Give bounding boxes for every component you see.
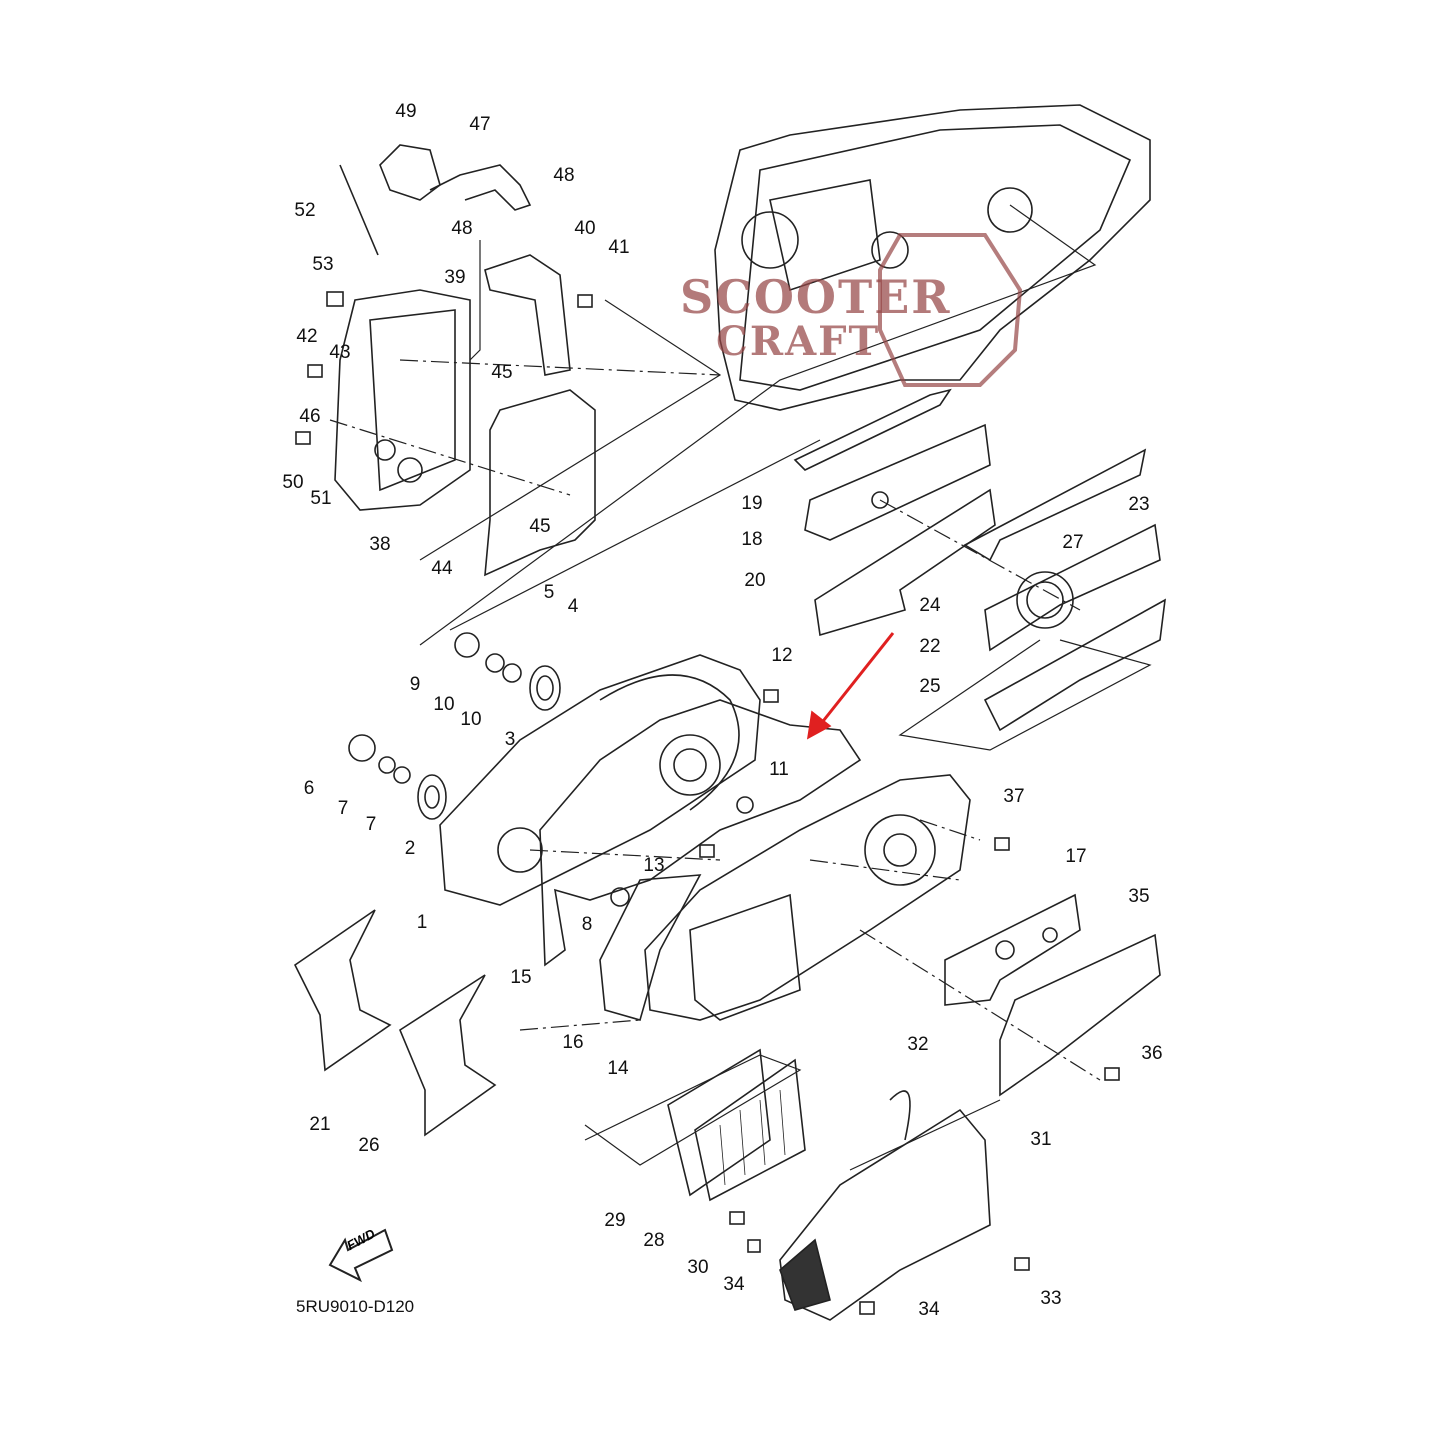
part-label: 45: [529, 516, 551, 537]
part-label: 13: [643, 855, 665, 876]
panel-21-drawing: [293, 909, 392, 1072]
part-label: 45: [491, 362, 513, 383]
part-label: 19: [741, 493, 763, 514]
seals-bearings-drawing: [348, 632, 754, 907]
panel-17-drawing: [944, 893, 1081, 1006]
part-label: 34: [918, 1299, 940, 1320]
part-label: 42: [296, 326, 318, 347]
part-label: 10: [433, 694, 455, 715]
part-label: 49: [395, 101, 417, 122]
part-label-highlighted: 11: [769, 759, 789, 780]
part-label: 29: [604, 1210, 626, 1231]
part-label: 23: [1128, 494, 1150, 515]
gasket-11-drawing: [539, 699, 862, 967]
part-label: 40: [574, 218, 596, 239]
part-label: 35: [1128, 886, 1150, 907]
part-label: 6: [303, 778, 315, 799]
part-label: 1: [416, 912, 428, 933]
part-label: 3: [504, 729, 516, 750]
panel-26-drawing: [399, 974, 497, 1137]
part-label: 4: [567, 596, 579, 617]
gasket-44-drawing: [484, 389, 596, 577]
part-label: 43: [329, 342, 351, 363]
part-label: 21: [309, 1114, 331, 1135]
part-label: 52: [294, 200, 316, 221]
part-label: 7: [365, 814, 377, 835]
part-label: 37: [1003, 786, 1025, 807]
part-label: 14: [607, 1058, 629, 1079]
crankcase-cover-1-drawing: [439, 654, 761, 906]
watermark-line1: SCOOTER: [680, 270, 952, 324]
part-label: 25: [919, 676, 941, 697]
part-label: 53: [312, 254, 334, 275]
part-label: 9: [409, 674, 421, 695]
part-label: 26: [358, 1135, 380, 1156]
part-label: 36: [1141, 1043, 1163, 1064]
part-label: 38: [369, 534, 391, 555]
part-label: 51: [310, 488, 332, 509]
part-label: 33: [1040, 1288, 1062, 1309]
crankcase-drawing: [714, 104, 1151, 411]
part-label: 47: [469, 114, 491, 135]
part-label: 2: [404, 838, 416, 859]
part-label: 32: [907, 1034, 929, 1055]
seal-plates-drawing: [793, 388, 1166, 732]
part-label: 22: [919, 636, 941, 657]
part-label: 7: [337, 798, 349, 819]
part-label: 46: [299, 406, 321, 427]
part-label: 18: [741, 529, 763, 550]
part-label: 34: [723, 1274, 745, 1295]
part-label: 8: [581, 914, 593, 935]
part-label: 31: [1030, 1129, 1052, 1150]
watermark-line2: CRAFT: [716, 318, 881, 365]
part-label: 48: [451, 218, 473, 239]
part-label: 10: [460, 709, 482, 730]
panel-35-drawing: [999, 933, 1161, 1097]
part-label: 44: [431, 558, 453, 579]
diagram-code: 5RU9010-D120: [296, 1297, 415, 1316]
highlight-arrow: [818, 632, 895, 726]
part-label: 17: [1065, 846, 1087, 867]
part-label: 28: [643, 1230, 665, 1251]
part-label: 20: [744, 570, 766, 591]
filter-28-drawing: [694, 1058, 806, 1202]
crankcase-cover-14-drawing: [599, 774, 971, 1021]
filter-29-drawing: [667, 1048, 771, 1197]
part-label: 50: [282, 472, 304, 493]
part-label: 48: [553, 165, 575, 186]
part-label: 27: [1062, 532, 1084, 553]
part-label: 39: [444, 267, 466, 288]
part-label: 16: [562, 1032, 584, 1053]
part-label: 15: [510, 967, 532, 988]
part-label: 12: [771, 645, 793, 666]
part-label: 24: [919, 595, 941, 616]
part-label: 5: [543, 582, 555, 603]
fwd-arrow-icon: [328, 1228, 394, 1283]
oil-pump-cover-drawing: [334, 144, 571, 511]
part-label: 30: [687, 1257, 709, 1278]
part-label: 41: [608, 237, 630, 258]
